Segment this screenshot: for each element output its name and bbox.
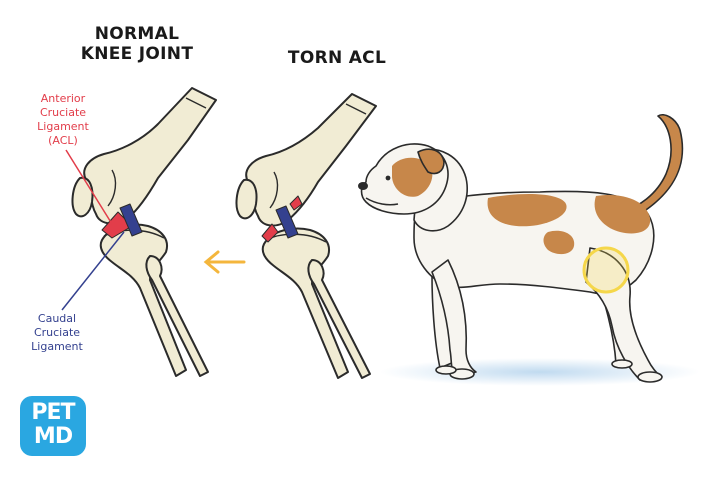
ccl-label-line: Cruciate bbox=[33, 326, 81, 339]
dog-nose bbox=[358, 182, 368, 190]
torn-acl-upper bbox=[289, 195, 303, 211]
normal-knee bbox=[71, 87, 217, 377]
acl-label-line: Ligament bbox=[37, 120, 89, 133]
knee-highlight-circle bbox=[582, 246, 630, 294]
ccl-label-line: Caudal bbox=[37, 312, 77, 325]
normal-patella bbox=[71, 176, 94, 218]
dog-tail bbox=[623, 114, 684, 215]
normal-heading-line2: KNEE JOINT bbox=[80, 44, 194, 64]
acl-pointer-line bbox=[65, 149, 113, 225]
dog-eye bbox=[385, 175, 391, 181]
logo-line2: MD bbox=[33, 424, 73, 449]
torn-tibia bbox=[261, 227, 349, 379]
petmd-logo: PET MD bbox=[20, 396, 86, 456]
torn-fibula bbox=[307, 259, 371, 379]
acl-label-line: Cruciate bbox=[39, 106, 87, 119]
ccl-label: Caudal Cruciate Ligament bbox=[12, 312, 102, 354]
acl-label: Anterior Cruciate Ligament (ACL) bbox=[20, 92, 106, 148]
dog-ear bbox=[417, 148, 445, 175]
acl-label-line: (ACL) bbox=[48, 134, 78, 147]
normal-knee-heading: NORMAL KNEE JOINT bbox=[72, 24, 202, 64]
torn-acl-heading: TORN ACL bbox=[272, 48, 402, 68]
ccl-pointer-line bbox=[61, 231, 125, 311]
logo-line1: PET bbox=[31, 400, 75, 425]
direction-arrow bbox=[203, 250, 246, 274]
torn-heading-text: TORN ACL bbox=[287, 48, 387, 68]
ccl-label-line: Ligament bbox=[31, 340, 83, 353]
dog-side-patch bbox=[543, 230, 575, 255]
torn-acl-lower bbox=[261, 223, 279, 243]
dog-near-hind-leg bbox=[585, 247, 661, 381]
dog-back-patch bbox=[487, 194, 567, 227]
acl-label-line: Anterior bbox=[40, 92, 86, 105]
normal-fibula bbox=[145, 255, 209, 377]
dog-rump-patch bbox=[594, 194, 651, 234]
torn-ccl-ligament bbox=[275, 205, 299, 239]
torn-knee bbox=[235, 93, 377, 379]
dog-head-patch bbox=[392, 157, 433, 197]
normal-ccl-ligament bbox=[119, 203, 143, 237]
dog bbox=[358, 114, 684, 383]
normal-heading-line1: NORMAL bbox=[94, 24, 180, 44]
torn-patella bbox=[235, 178, 258, 220]
torn-femur bbox=[245, 93, 377, 227]
